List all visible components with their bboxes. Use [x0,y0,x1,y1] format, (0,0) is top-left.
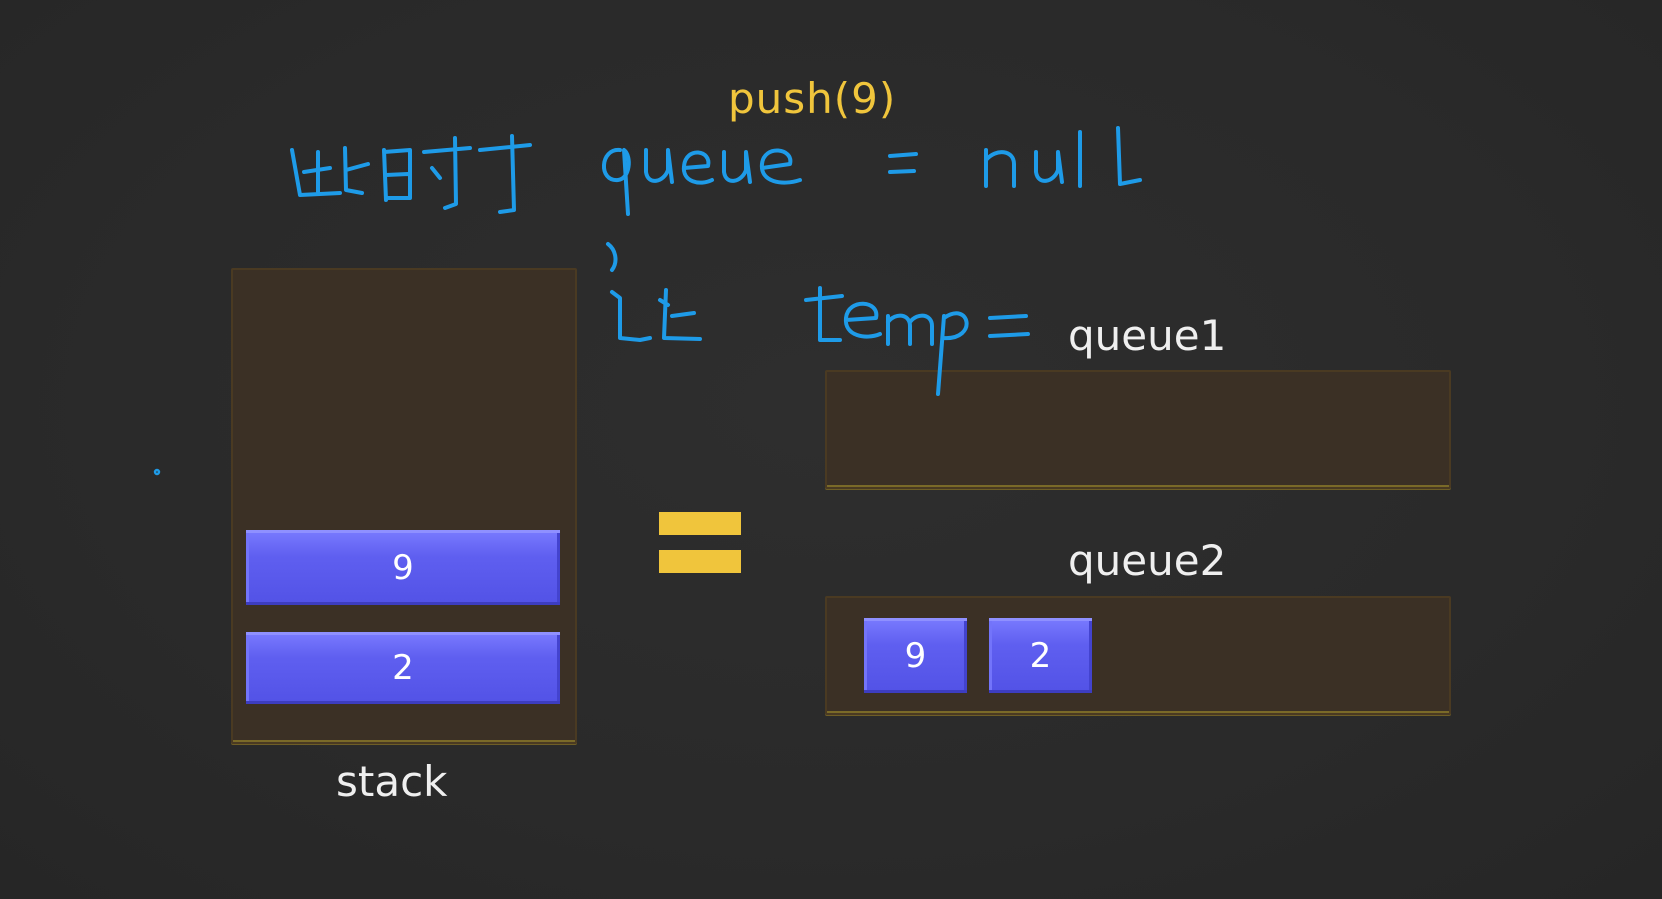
stack-label: stack [336,757,448,806]
queue1-container [825,370,1451,489]
queue2-label: queue2 [1068,536,1227,585]
queue2-item: 2 [989,618,1092,693]
operation-label: push(9) [728,74,897,123]
stack-item: 9 [246,530,560,605]
handwritten-line-1 [290,126,1142,216]
stack-item: 2 [246,632,560,704]
equals-sign-bottom-bar [659,550,741,573]
ink-dot [153,468,161,476]
queue2-item: 9 [864,618,967,693]
equals-sign-top-bar [659,512,741,535]
queue1-label: queue1 [1068,311,1227,360]
